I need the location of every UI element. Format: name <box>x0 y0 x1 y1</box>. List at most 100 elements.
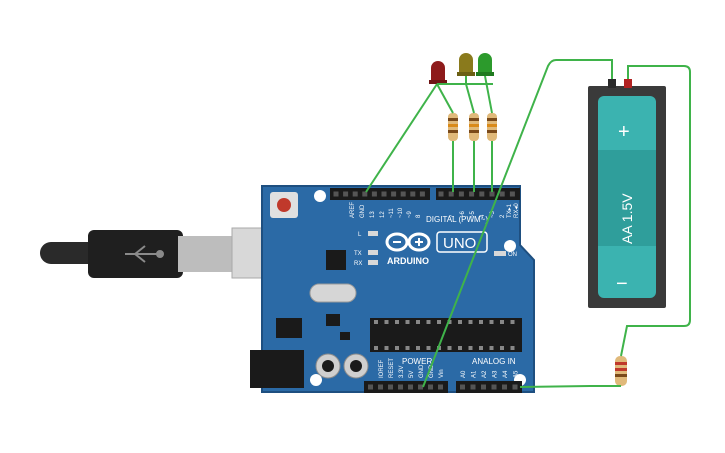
led-red-body <box>431 61 445 82</box>
mcu-pin <box>447 346 452 350</box>
battery-terminal-neg[interactable] <box>608 79 616 88</box>
led-green[interactable] <box>476 53 494 76</box>
analog-pin[interactable] <box>491 384 497 390</box>
mcu-pin <box>479 346 483 350</box>
resistor-band <box>615 368 627 371</box>
mcu-pin <box>416 320 420 324</box>
digital-pin-label: GND <box>360 204 366 218</box>
led-red-rim <box>429 80 447 84</box>
mcu-pin <box>500 320 504 324</box>
power-pin-label: RESET <box>389 358 395 378</box>
analog-pin[interactable] <box>481 384 486 390</box>
led-green-body <box>478 53 492 74</box>
digital-pin[interactable] <box>333 191 339 197</box>
digital-pin[interactable] <box>352 191 358 197</box>
digital-pin[interactable] <box>448 191 454 197</box>
digital-pin-holes[interactable] <box>333 191 515 197</box>
led-tx-label: TX <box>354 251 362 257</box>
mcu-pin <box>468 346 473 350</box>
digital-pin-label: ~10 <box>398 207 404 218</box>
battery-holder[interactable]: + − AA 1.5V <box>588 79 666 308</box>
wires[interactable] <box>365 59 691 388</box>
digital-header-right <box>436 188 520 200</box>
digital-pin[interactable] <box>391 191 397 197</box>
power-pin-holes[interactable] <box>368 384 443 390</box>
analog-header <box>456 381 522 393</box>
digital-pin[interactable] <box>410 191 416 197</box>
analog-pin-label: A0 <box>461 370 467 378</box>
digital-pin[interactable] <box>489 191 495 197</box>
smd-chip <box>326 314 340 326</box>
resistor-band <box>448 124 458 127</box>
voltage-regulator <box>276 318 302 338</box>
led-yellow[interactable] <box>457 53 475 76</box>
mcu-pin <box>426 320 431 324</box>
led-l-label: L <box>358 232 362 238</box>
power-pin[interactable] <box>378 384 383 390</box>
digital-pin[interactable] <box>458 191 464 197</box>
digital-pin[interactable] <box>438 191 444 197</box>
digital-pin[interactable] <box>371 191 377 197</box>
analog-pin-label: A4 <box>503 370 509 378</box>
analog-pin[interactable] <box>502 384 507 390</box>
power-pin[interactable] <box>408 384 413 390</box>
mcu-pin <box>510 320 515 324</box>
brand-label: ARDUINO <box>387 256 429 266</box>
digital-pin[interactable] <box>362 191 368 197</box>
digital-pin[interactable] <box>499 191 505 197</box>
mcu-pin <box>374 320 378 324</box>
mcu-pin <box>405 320 410 324</box>
resistor-4[interactable] <box>615 356 627 386</box>
digital-pin[interactable] <box>469 191 475 197</box>
led-on <box>494 251 506 256</box>
resistor-3[interactable] <box>487 113 497 141</box>
power-pin-label: IOREF <box>379 359 385 378</box>
resistor-band <box>615 374 627 377</box>
analog-pin[interactable] <box>460 384 465 390</box>
digital-pin[interactable] <box>400 191 406 197</box>
digital-pin-label: 2 <box>500 214 506 218</box>
analog-pin-label: A1 <box>472 370 478 378</box>
analog-pin-holes[interactable] <box>460 384 518 390</box>
resistor-1[interactable] <box>448 113 458 141</box>
power-jack[interactable] <box>250 350 304 388</box>
power-pin[interactable] <box>438 384 443 390</box>
resistor-band <box>469 118 479 121</box>
digital-pin[interactable] <box>509 191 515 197</box>
capacitor-top <box>350 360 362 372</box>
mcu-pin <box>384 320 389 324</box>
wire <box>519 385 621 388</box>
led-rx-label: RX <box>354 261 362 267</box>
digital-pin[interactable] <box>479 191 485 197</box>
analog-pin[interactable] <box>512 384 518 390</box>
reset-button[interactable] <box>277 198 291 212</box>
power-pin-label: GND <box>419 364 425 378</box>
digital-pin[interactable] <box>343 191 349 197</box>
mcu-pin <box>384 346 389 350</box>
crystal <box>309 283 357 303</box>
analog-pin[interactable] <box>470 384 476 390</box>
wire <box>484 75 493 114</box>
mcu-pin <box>416 346 420 350</box>
power-pin[interactable] <box>428 384 433 390</box>
model-label: UNO <box>443 235 476 252</box>
digital-pin-label: 8 <box>416 214 422 218</box>
digital-pin[interactable] <box>381 191 387 197</box>
digital-pin-label: 4 <box>480 214 486 218</box>
mcu-pin <box>468 320 473 324</box>
wire <box>620 65 691 357</box>
power-pin[interactable] <box>368 384 373 390</box>
power-pin[interactable] <box>388 384 393 390</box>
digital-pin[interactable] <box>419 191 425 197</box>
resistor-2[interactable] <box>469 113 479 141</box>
mcu-pin <box>458 320 462 324</box>
led-red[interactable] <box>429 61 447 84</box>
power-pin[interactable] <box>418 384 423 390</box>
mcu-pin <box>395 320 399 324</box>
digital-label: DIGITAL (PWM~) <box>426 215 488 224</box>
power-pin[interactable] <box>398 384 403 390</box>
battery-terminal-pos[interactable] <box>624 79 632 88</box>
